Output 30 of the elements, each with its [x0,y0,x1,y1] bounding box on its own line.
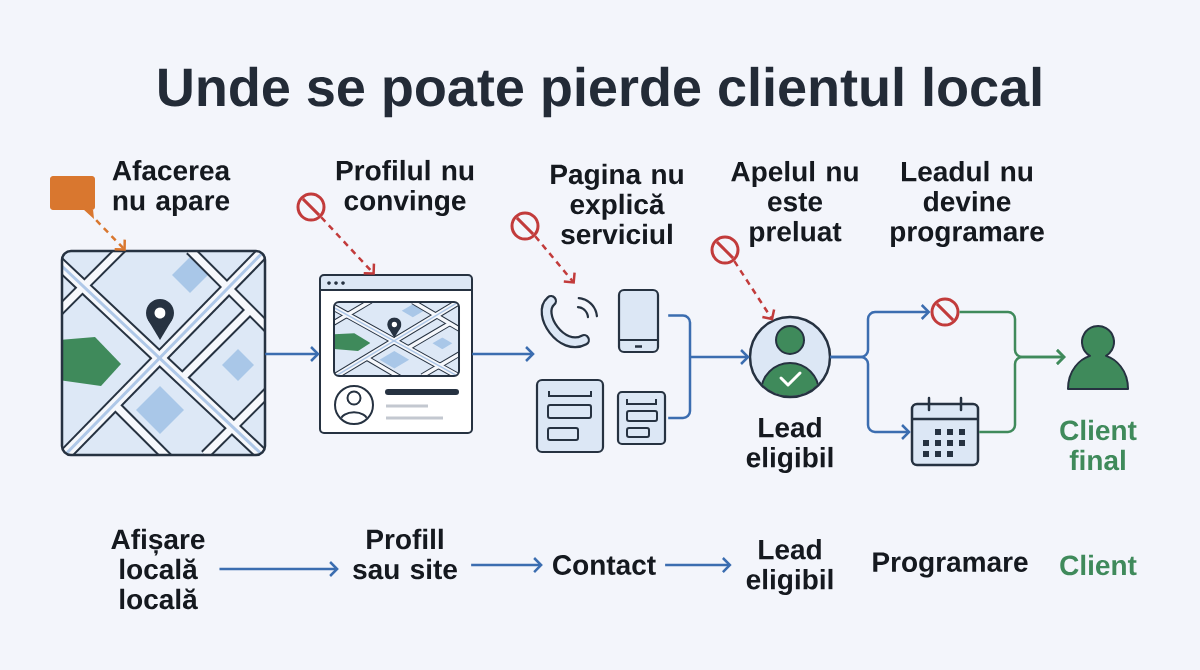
node-caption: Lead eligibil [746,416,833,474]
step-label: Profill sau site [353,528,457,580]
heading: Afacerea nu apare [112,159,231,217]
leader-arrow [733,260,776,321]
step-label: Client [1060,554,1137,576]
arrow [219,561,339,577]
heading: Profilul nu convinge [336,159,474,217]
arrow [979,349,1066,434]
step-label: Lead eligibil [746,538,833,596]
leader-arrow [95,219,126,251]
arrow [665,557,732,573]
calendar-icon [910,396,980,467]
step-label: Afișare locală locală [111,528,205,610]
step-label: Programare [873,552,1028,578]
arrow [830,355,911,440]
arrow [472,346,535,362]
heading: Pagina nu explică serviciul [551,163,683,245]
browser-window [319,274,473,434]
arrow [265,346,320,362]
leader-arrow [534,235,576,284]
leader-arrow [320,216,376,275]
node-caption: Client final [1060,419,1137,471]
title: Unde se poate pierde clientul local [159,66,1041,118]
map-illustration [60,249,267,457]
prohibition-icon [930,297,960,327]
arrow [471,557,543,573]
heading: Leadul nu devine programare [891,160,1044,248]
heading: Apelul nu este preluat [731,160,858,248]
bracket-arrow [666,314,750,420]
step-label: Contact [553,555,656,575]
